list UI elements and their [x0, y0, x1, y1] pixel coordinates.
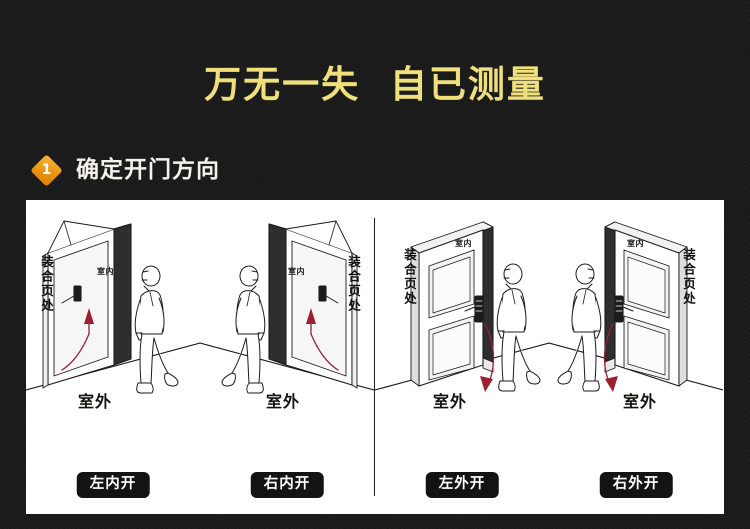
step-title: 确定开门方向 — [76, 157, 220, 183]
hinge-label: 装合页处 — [402, 248, 417, 306]
diagram-cell-right-outswing: 装合页处 室内 室外 右外开 — [549, 200, 723, 514]
door-diagram-right-outswing — [549, 221, 723, 392]
panel-caption-right-inswing: 右内开 — [250, 472, 324, 498]
swing-arrow-head — [605, 376, 618, 392]
door-diagram-left-outswing — [375, 221, 549, 392]
illustration-panel: 装合页处 室内 室外 左内开 — [26, 200, 724, 514]
hinge-label: 装合页处 — [346, 255, 361, 313]
outdoor-label: 室外 — [433, 392, 468, 411]
outdoor-label: 室外 — [623, 392, 658, 411]
panel-caption-left-inswing: 左内开 — [76, 472, 150, 498]
step-header: 1 确定开门方向 — [30, 152, 220, 188]
swing-arrow-head — [480, 376, 493, 392]
hinge-label: 装合页处 — [39, 255, 54, 313]
indoor-label: 室内 — [455, 239, 472, 248]
step-number-badge: 1 — [30, 153, 63, 187]
diagram-cell-left-inswing: 装合页处 室内 室外 左内开 — [26, 200, 200, 514]
indoor-label: 室内 — [288, 267, 305, 276]
panel-caption-left-outswing: 左外开 — [425, 472, 499, 498]
door-diagram-left-inswing — [26, 220, 200, 394]
panel-caption-right-outswing: 右外开 — [599, 472, 673, 498]
hinge-label: 装合页处 — [681, 248, 696, 306]
indoor-label: 室内 — [627, 239, 644, 248]
panel-divider — [374, 218, 375, 496]
page-title: 万无一失 自已测量 — [204, 63, 546, 106]
diagram-cell-right-inswing: 装合页处 室内 室外 右内开 — [200, 200, 374, 514]
indoor-label: 室内 — [97, 267, 114, 276]
step-number-label: 1 — [41, 161, 52, 178]
swing-arrow-head — [306, 308, 316, 324]
diagram-cell-left-outswing: 装合页处 室内 室外 左外开 — [375, 200, 549, 514]
door-diagram-right-inswing — [200, 220, 374, 394]
swing-arrow-head — [84, 308, 94, 324]
outdoor-label: 室外 — [266, 392, 301, 411]
outdoor-label: 室外 — [78, 392, 113, 411]
